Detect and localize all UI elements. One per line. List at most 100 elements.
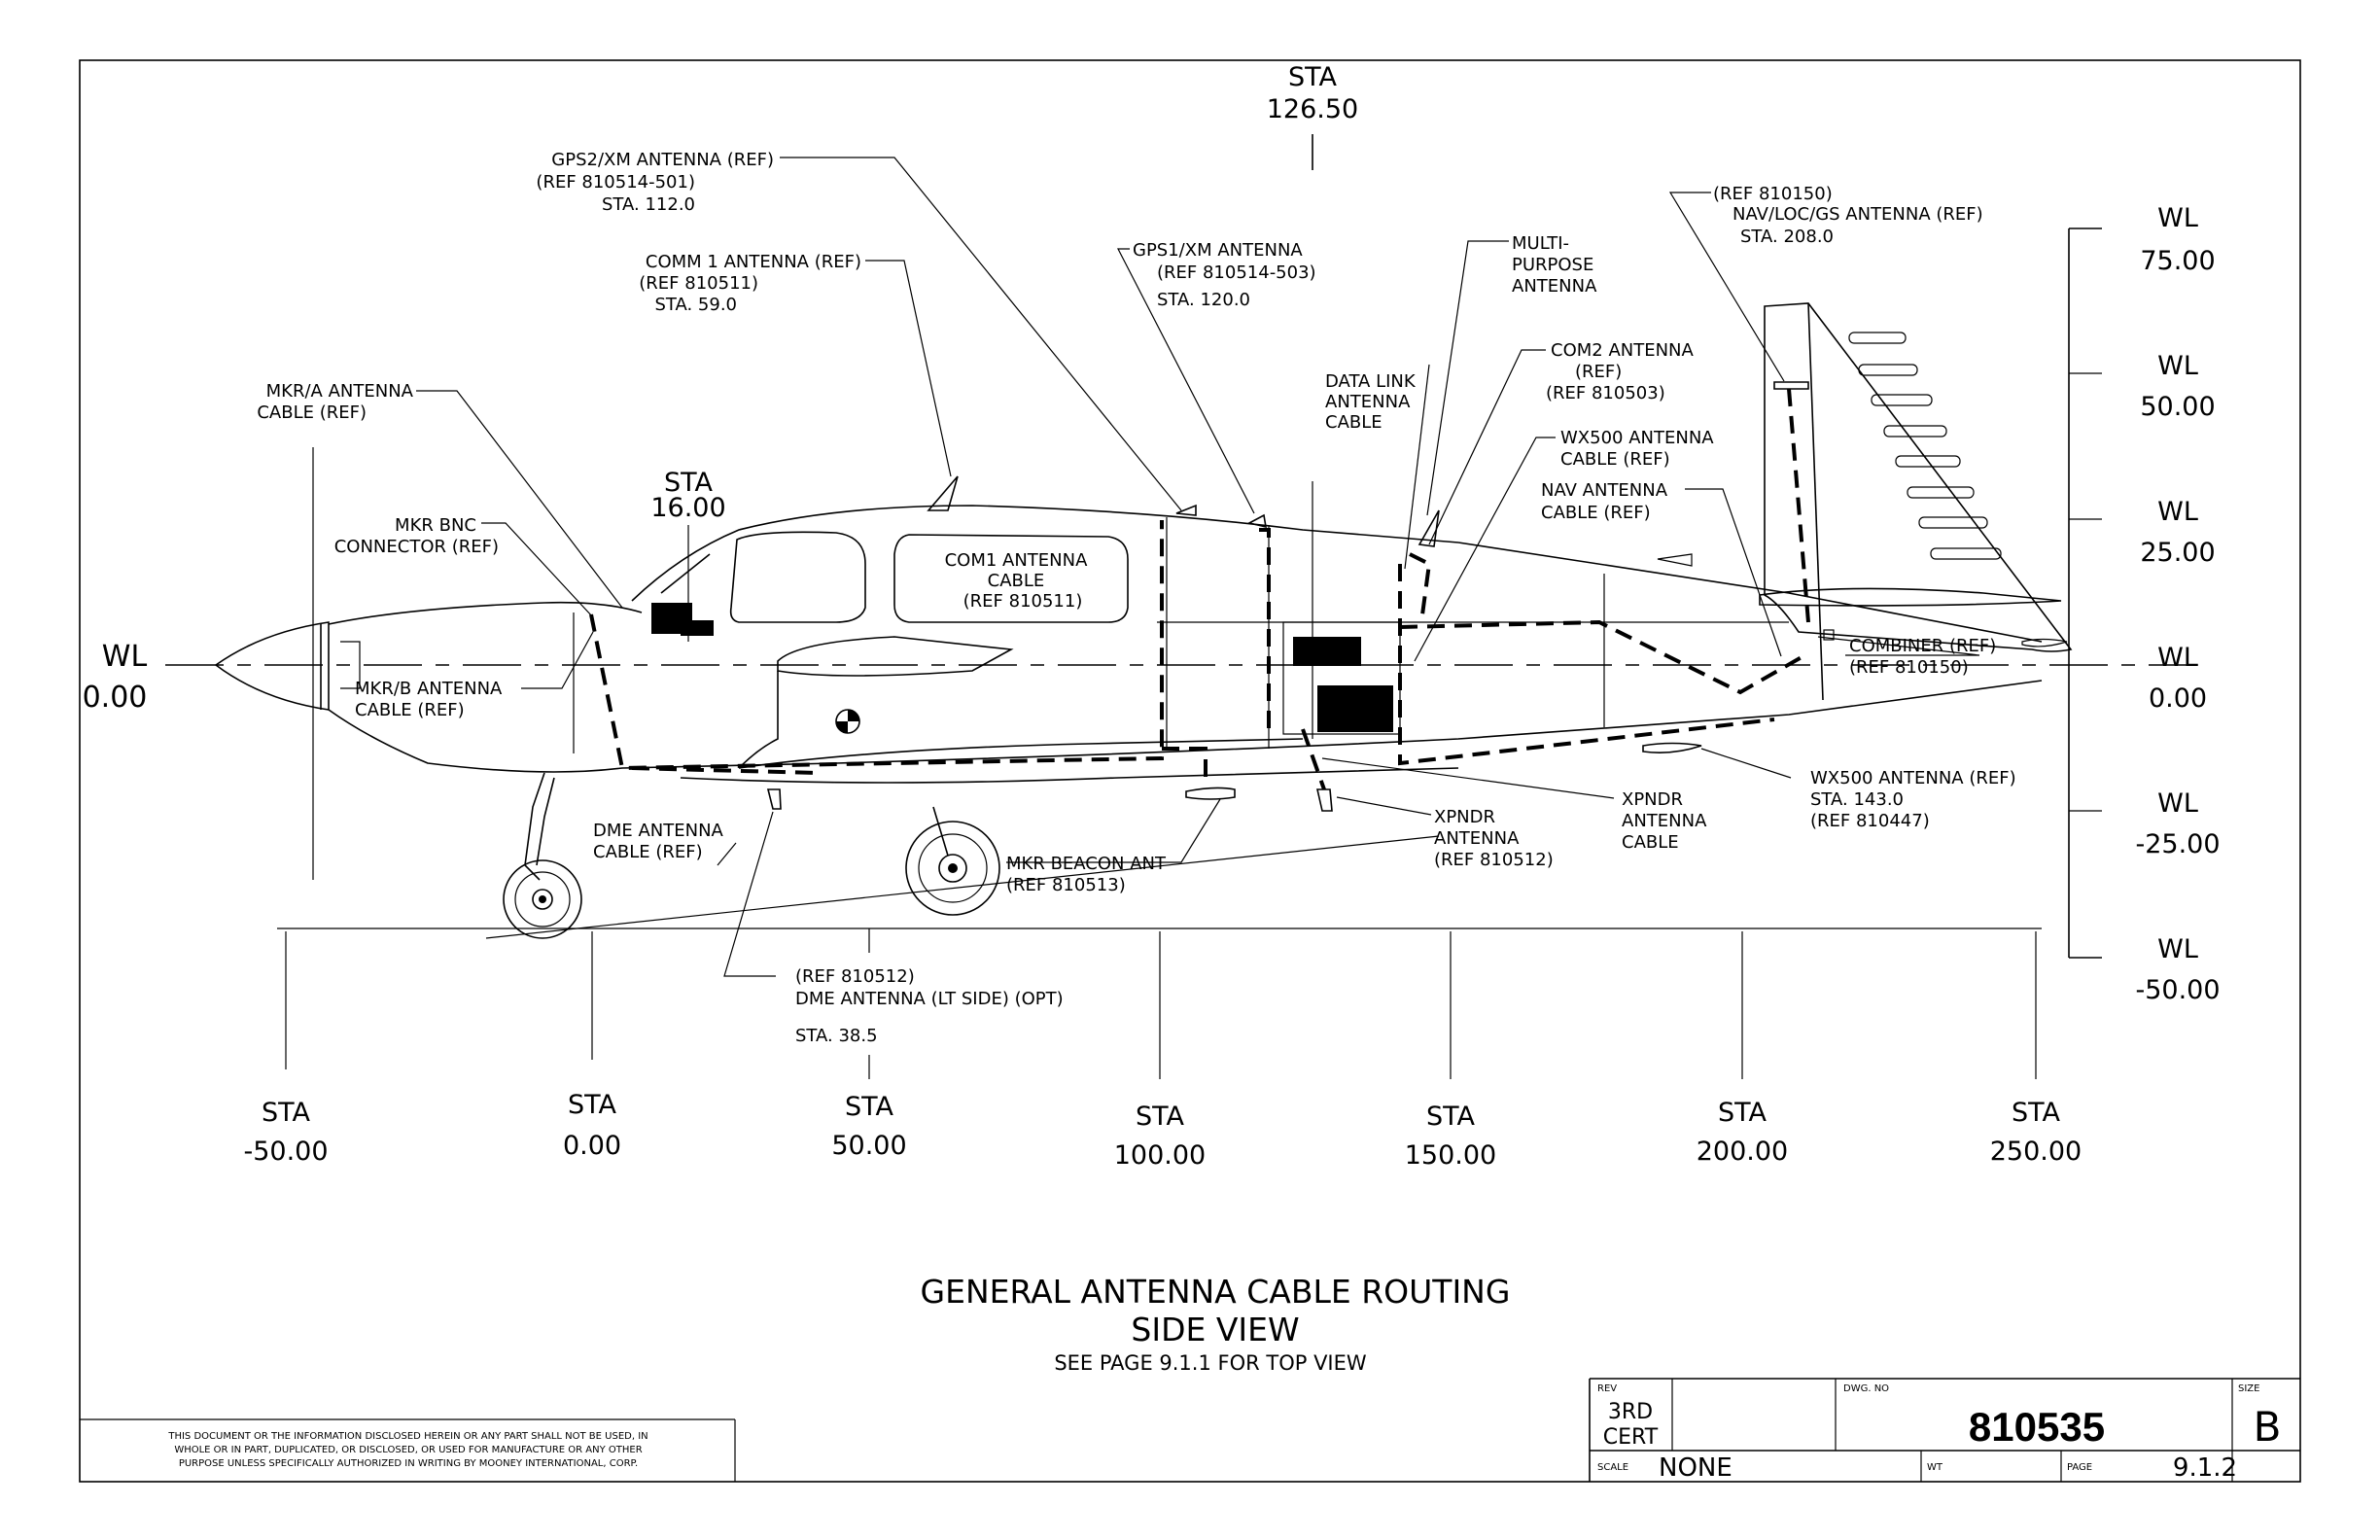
dme-ant-callout-line2: DME ANTENNA (LT SIDE) (OPT): [795, 989, 1064, 1009]
disclaimer-line3: PURPOSE UNLESS SPECIFICALLY AUTHORIZED I…: [179, 1458, 638, 1469]
data-link-callout-line1: DATA LINK: [1325, 371, 1417, 392]
avionics-box-lower: [1317, 685, 1393, 732]
callout-labels: GPS2/XM ANTENNA (REF) (REF 810514-501) S…: [257, 150, 2015, 1046]
leader-lines: [416, 157, 1980, 977]
sta-label--50: STA: [262, 1098, 311, 1128]
xpndr-antenna: [1315, 788, 1333, 812]
tb-page-value: 9.1.2: [2173, 1453, 2237, 1483]
sta-label-50: STA: [845, 1092, 894, 1122]
tailcone-top-aft: [1788, 592, 2043, 643]
xpndr-cable-callout-line1: XPNDR: [1622, 789, 1683, 810]
gps1-callout-line2: (REF 810514-503): [1157, 262, 1316, 283]
nav-cable-callout-line1: NAV ANTENNA: [1541, 480, 1668, 501]
sta-label-100: STA: [1136, 1102, 1185, 1132]
wx500-ant-callout-line3: (REF 810447): [1810, 811, 1930, 831]
nav-loc-callout-line3: STA. 208.0: [1740, 227, 1834, 247]
wl-value-25: 25.00: [2140, 538, 2215, 568]
comm1-callout-line1: COMM 1 ANTENNA (REF): [646, 252, 861, 272]
nav-loc-cable-route: [1787, 388, 1810, 623]
windshield-post: [660, 553, 711, 594]
gps2-callout-line2: (REF 810514-501): [536, 172, 695, 192]
wx500-ant-callout-line1: WX500 ANTENNA (REF): [1810, 768, 2016, 788]
wl-value-50: 50.00: [2140, 392, 2215, 422]
belly-line: [680, 767, 1459, 784]
sta-label-0: STA: [568, 1090, 617, 1120]
cg-symbol: [835, 709, 860, 734]
aircraft-side-view: [214, 302, 2073, 939]
tail-beacon: [1657, 553, 1693, 567]
mkr-beacon-callout-line1: MKR BEACON ANT: [1006, 854, 1167, 874]
wl-label-75: WL: [2157, 203, 2198, 233]
dme-cable-route: [631, 766, 818, 775]
wl-label-0: WL: [2157, 643, 2198, 673]
xpndr-cable-callout-line3: CABLE: [1622, 832, 1679, 853]
dme-ant-callout-line1: (REF 810512): [795, 966, 915, 987]
nav-cable-route: [1399, 619, 1809, 695]
tailcone-top: [1457, 542, 1790, 594]
wl-value--50: -50.00: [2135, 975, 2220, 1005]
main-landing-gear: [905, 806, 1000, 916]
cowling-top: [328, 601, 643, 625]
sta-value--50: -50.00: [243, 1137, 328, 1167]
wl-zero-left-value: 0.00: [83, 681, 148, 715]
com1-cable-callout-line1: COM1 ANTENNA: [945, 550, 1089, 571]
cabin-roof: [631, 505, 1459, 602]
wl-value-75: 75.00: [2140, 246, 2215, 276]
front-window: [729, 531, 866, 623]
sta-value-250: 250.00: [1990, 1137, 2082, 1167]
mkr-bnc-callout-line1: MKR BNC: [395, 515, 476, 536]
sta-value-0: 0.00: [563, 1131, 621, 1161]
rudder-slots: [1848, 332, 2002, 560]
top-sta-value: 126.50: [1267, 94, 1358, 124]
top-sta-label: STA: [1288, 62, 1338, 92]
gps1-callout-line1: GPS1/XM ANTENNA: [1133, 240, 1303, 261]
wx500-cable-callout-line2: CABLE (REF): [1560, 449, 1670, 470]
drawing-border: [79, 59, 2301, 1483]
comm1-callout-line2: (REF 810511): [639, 273, 758, 294]
sta-label-150: STA: [1426, 1102, 1476, 1132]
disclaimer-line1: THIS DOCUMENT OR THE INFORMATION DISCLOS…: [167, 1431, 648, 1442]
instrument-panel-box: [681, 620, 714, 636]
propeller-spinner: [214, 621, 330, 711]
dme-cable-callout-line2: CABLE (REF): [593, 842, 703, 862]
nav-loc-callout-line2: NAV/LOC/GS ANTENNA (REF): [1732, 204, 1983, 225]
wing-lower-edge: [738, 738, 1304, 769]
mkra-callout-line2: CABLE (REF): [257, 402, 367, 423]
wl-label-25: WL: [2157, 497, 2198, 527]
data-link-callout-line2: ANTENNA: [1325, 392, 1411, 412]
wx500-antenna: [1642, 742, 1702, 753]
ground-reference-line: [485, 835, 1440, 939]
station-labels: STA -50.00 STA 0.00 STA 50.00 STA 100.00…: [243, 1090, 2082, 1171]
data-link-callout-line3: CABLE: [1325, 412, 1382, 433]
tb-rev-label: REV: [1597, 1383, 1617, 1394]
com2-callout-line1: COM2 ANTENNA: [1551, 340, 1695, 361]
mkr-bnc-callout-line2: CONNECTOR (REF): [334, 537, 499, 557]
wl-label--50: WL: [2157, 934, 2198, 964]
xpndr-ant-callout-line3: (REF 810512): [1434, 850, 1554, 870]
tb-size-label: SIZE: [2238, 1383, 2259, 1394]
drawing-title: GENERAL ANTENNA CABLE ROUTING: [921, 1273, 1511, 1311]
sta-value-150: 150.00: [1405, 1140, 1496, 1171]
rear-window: [893, 534, 1129, 623]
comm1-callout-line3: STA. 59.0: [654, 295, 737, 315]
sta-value-200: 200.00: [1697, 1137, 1788, 1167]
gps2-callout-line1: GPS2/XM ANTENNA (REF): [551, 150, 774, 170]
sta-value-100: 100.00: [1114, 1140, 1206, 1171]
com2-cable-route: [1409, 552, 1432, 623]
gps1-cable-route: [1259, 528, 1271, 729]
nose-landing-gear: [503, 772, 582, 939]
nav-loc-callout-line1: (REF 810150): [1713, 184, 1833, 204]
wl-label--25: WL: [2157, 788, 2198, 819]
mkra-callout-line1: MKR/A ANTENNA: [266, 381, 414, 402]
nav-loc-gs-antenna: [1773, 381, 1809, 390]
xpndr-ant-callout-line2: ANTENNA: [1434, 828, 1520, 849]
sta16-label: STA: [664, 468, 714, 498]
wl-zero-left-label: WL: [102, 640, 148, 674]
com1-cable-callout-line2: CABLE: [988, 571, 1045, 591]
mkrb-callout-line1: MKR/B ANTENNA: [355, 679, 503, 699]
multi-callout-line2: PURPOSE: [1512, 255, 1593, 275]
sta-label-250: STA: [2012, 1098, 2061, 1128]
gps1-antenna: [1246, 513, 1267, 529]
